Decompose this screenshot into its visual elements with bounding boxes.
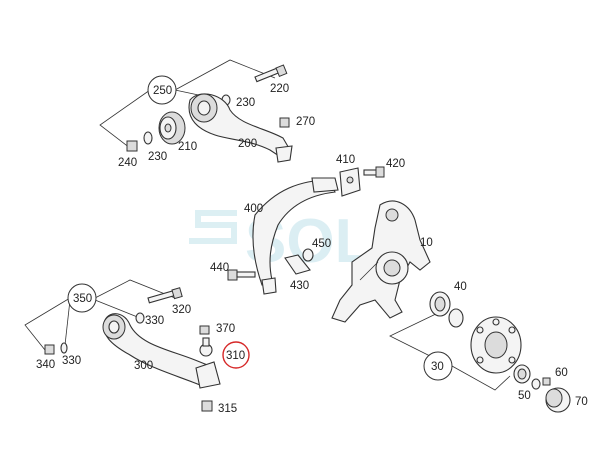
ring-50 xyxy=(513,364,541,390)
label-420: 420 xyxy=(386,158,405,170)
nut-340 xyxy=(44,344,55,355)
label-450: 450 xyxy=(312,238,331,250)
label-440: 440 xyxy=(210,262,229,274)
label-50: 50 xyxy=(518,390,531,402)
bolt-420 xyxy=(363,166,385,178)
lower-arm-300 xyxy=(102,313,221,389)
label-330-left: 330 xyxy=(62,355,81,367)
label-60: 60 xyxy=(555,367,568,379)
hub-flange xyxy=(470,316,522,374)
nut-240 xyxy=(126,140,138,152)
highlight-circle-310 xyxy=(222,341,250,369)
upper-control-arm-group xyxy=(99,59,293,163)
steering-knuckle-10 xyxy=(331,200,431,323)
cap-70 xyxy=(545,387,571,413)
bolt-220 xyxy=(254,64,288,83)
bolt-440 xyxy=(227,269,256,281)
label-200: 200 xyxy=(238,138,257,150)
lower-control-arm-group xyxy=(24,279,221,412)
label-10: 10 xyxy=(420,237,433,249)
strut-400 xyxy=(252,177,339,295)
label-300: 300 xyxy=(134,360,153,372)
label-430: 430 xyxy=(290,280,309,292)
label-40: 40 xyxy=(454,281,467,293)
nut-270 xyxy=(279,117,290,128)
bracket-430 xyxy=(284,254,311,275)
bolt-320 xyxy=(147,287,183,304)
callout-circle-30 xyxy=(423,351,453,381)
callout-circle-250 xyxy=(147,75,177,105)
nut-315 xyxy=(201,400,213,412)
wheel-hub-group xyxy=(389,291,571,413)
label-240: 240 xyxy=(118,157,137,169)
label-30: 30 xyxy=(431,361,444,373)
label-310: 310 xyxy=(226,350,245,362)
label-250: 250 xyxy=(153,85,172,97)
washer-330-left xyxy=(60,342,68,354)
label-270: 270 xyxy=(296,116,315,128)
bearing-40 xyxy=(429,291,464,328)
label-410: 410 xyxy=(336,154,355,166)
label-340: 340 xyxy=(36,359,55,371)
bracket-410 xyxy=(339,167,361,197)
label-210: 210 xyxy=(178,141,197,153)
label-320: 320 xyxy=(172,304,191,316)
upper-arm-200 xyxy=(188,93,293,163)
nut-60 xyxy=(542,377,551,386)
label-230-left: 230 xyxy=(148,151,167,163)
label-70: 70 xyxy=(575,396,588,408)
label-315: 315 xyxy=(218,403,237,415)
nut-370 xyxy=(199,325,210,335)
label-400: 400 xyxy=(244,203,263,215)
ball-joint-310 xyxy=(199,337,213,357)
label-230-right: 230 xyxy=(236,97,255,109)
washer-230-left xyxy=(143,131,153,145)
label-370: 370 xyxy=(216,323,235,335)
label-220: 220 xyxy=(270,83,289,95)
bushing-210 xyxy=(158,111,186,145)
washer-450 xyxy=(302,248,314,262)
washer-330-right xyxy=(135,312,145,324)
label-350: 350 xyxy=(73,293,92,305)
label-330-right: 330 xyxy=(145,315,164,327)
callout-circle-350 xyxy=(67,283,97,313)
